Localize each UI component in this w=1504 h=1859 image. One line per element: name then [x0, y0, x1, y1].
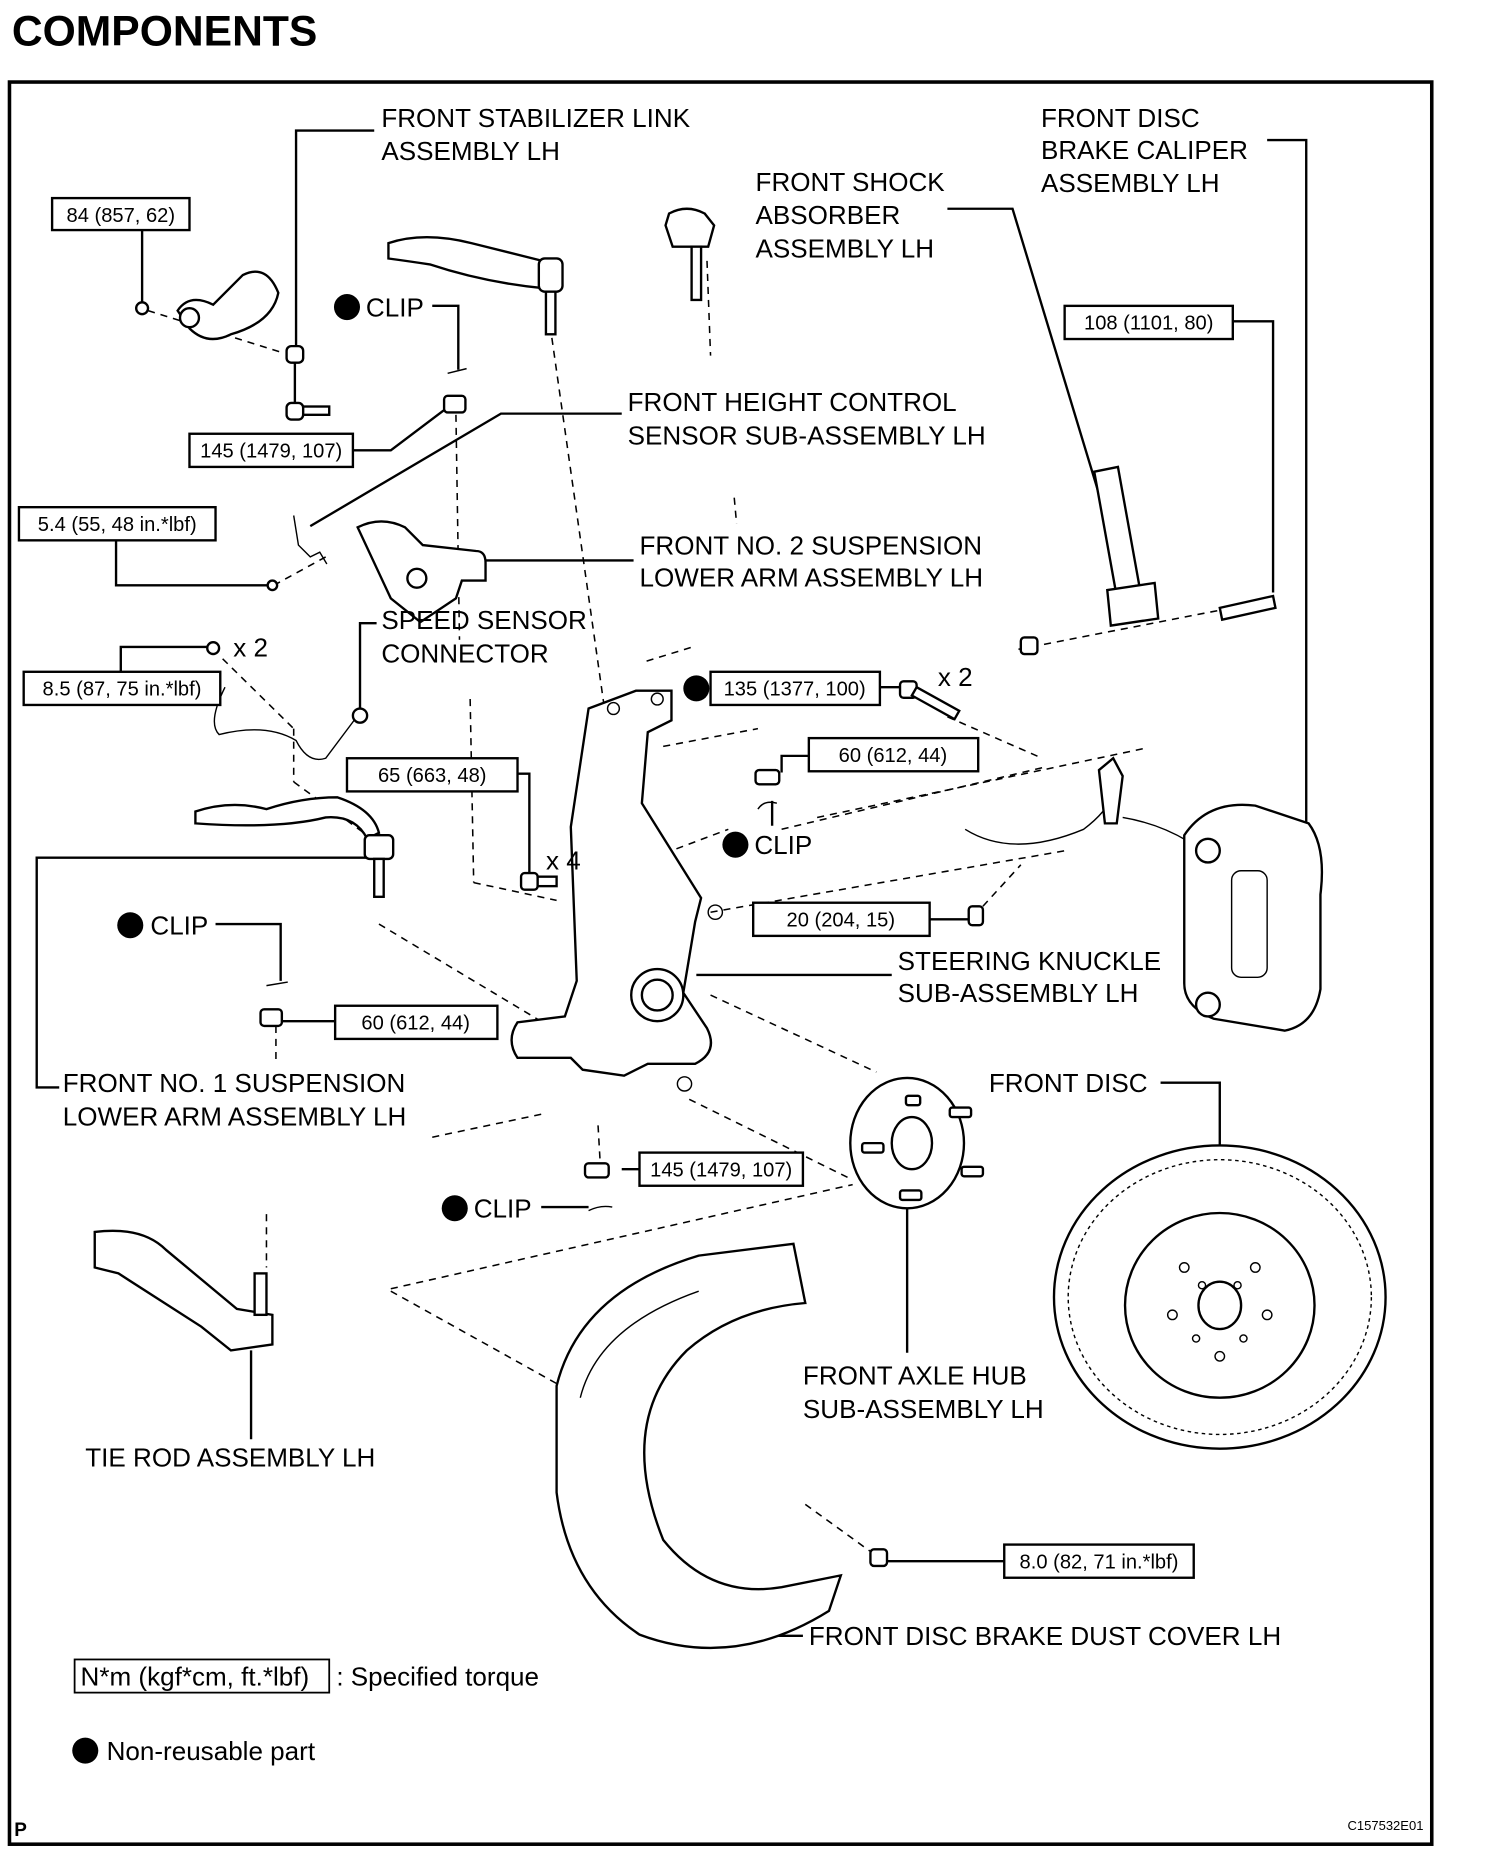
label-shock-absorber-1: FRONT SHOCK: [756, 167, 946, 197]
torque-135: 135 (1377, 100): [724, 678, 866, 700]
label-speed-sensor-2: CONNECTOR: [381, 638, 548, 668]
label-shock-absorber-3: ASSEMBLY LH: [756, 233, 935, 263]
knuckle-bolts-part: [519, 680, 985, 1212]
label-stabilizer-link-1: FRONT STABILIZER LINK: [381, 103, 690, 133]
multiplier-135: x 2: [938, 662, 973, 692]
label-stabilizer-link-2: ASSEMBLY LH: [381, 136, 560, 166]
clip-nut-left-part: [259, 981, 288, 1028]
axle-hub-part: [849, 1076, 985, 1210]
legend: N*m (kgf*cm, ft.*lbf) : Specified torque…: [72, 1658, 539, 1766]
torque-8-5: 8.5 (87, 75 in.*lbf): [43, 678, 202, 700]
torque-60-upper: 60 (612, 44): [839, 745, 948, 767]
legend-nonreusable-text: Non-reusable part: [107, 1736, 316, 1766]
label-dust-cover: FRONT DISC BRAKE DUST COVER LH: [809, 1621, 1281, 1651]
label-speed-sensor-1: SPEED SENSOR: [381, 605, 587, 635]
page-marker: P: [14, 1820, 27, 1841]
torque-145-upper: 145 (1479, 107): [200, 440, 342, 462]
label-front-disc: FRONT DISC: [989, 1068, 1148, 1098]
torque-65: 65 (663, 48): [378, 765, 487, 787]
torque-108: 108 (1101, 80): [1084, 313, 1213, 335]
brake-caliper-part: [964, 756, 1324, 1032]
stabilizer-link-part: [135, 270, 331, 421]
label-caliper-3: ASSEMBLY LH: [1041, 168, 1220, 198]
steering-knuckle-part: [510, 689, 724, 1092]
figure-code: C157532E01: [1347, 1818, 1423, 1833]
legend-torque-description: : Specified torque: [336, 1662, 539, 1692]
multiplier-65: x 4: [546, 846, 581, 876]
label-caliper-2: BRAKE CALIPER: [1041, 135, 1248, 165]
dust-cover-part: [555, 1242, 889, 1650]
clip-label-left: CLIP: [150, 911, 208, 941]
torque-60-lower: 60 (612, 44): [361, 1012, 470, 1034]
nonreusable-dot-icon: [117, 912, 144, 939]
legend-torque-units: N*m (kgf*cm, ft.*lbf): [81, 1662, 310, 1692]
label-steering-knuckle-2: SUB-ASSEMBLY LH: [898, 978, 1139, 1008]
page-title: COMPONENTS: [12, 7, 317, 55]
label-axle-hub-2: SUB-ASSEMBLY LH: [803, 1394, 1044, 1424]
tie-rod-part: [93, 1229, 274, 1352]
label-caliper-1: FRONT DISC: [1041, 103, 1200, 133]
torque-84: 84 (857, 62): [67, 205, 176, 227]
nonreusable-dot-icon: [441, 1195, 468, 1222]
clip-nut-top-part: [442, 367, 467, 414]
part-labels: FRONT STABILIZER LINK ASSEMBLY LH FRONT …: [63, 103, 1281, 1651]
multiplier-8-5: x 2: [233, 632, 268, 662]
torque-5-4: 5.4 (55, 48 in.*lbf): [38, 514, 197, 536]
legend-torque-box: [73, 1658, 331, 1694]
label-no1-lower-arm-2: LOWER ARM ASSEMBLY LH: [63, 1101, 407, 1131]
nonreusable-dot-icon: [683, 675, 710, 702]
torque-20: 20 (204, 15): [787, 909, 896, 931]
assembly-dashed-lines: [147, 260, 1220, 1555]
label-height-sensor-2: SENSOR SUB-ASSEMBLY LH: [628, 420, 986, 450]
upper-arm-part: [387, 235, 564, 336]
label-no2-lower-arm-2: LOWER ARM ASSEMBLY LH: [639, 563, 983, 593]
label-tie-rod: TIE ROD ASSEMBLY LH: [85, 1442, 375, 1472]
shock-absorber-part: [1019, 465, 1277, 656]
clip-label-middle: CLIP: [754, 830, 812, 860]
torque-145-lower: 145 (1479, 107): [650, 1159, 792, 1181]
nonreusable-dot-icon: [722, 831, 749, 858]
label-axle-hub-1: FRONT AXLE HUB: [803, 1361, 1027, 1391]
ball-joint-part: [664, 207, 716, 302]
diagram-frame: [7, 80, 1434, 1846]
height-sensor-part: [266, 515, 328, 592]
no2-lower-arm-part: [356, 520, 487, 624]
nonreusable-dot-icon: [72, 1737, 99, 1764]
nonreusable-dot-icon: [333, 294, 361, 321]
torque-8-0: 8.0 (82, 71 in.*lbf): [1020, 1551, 1179, 1573]
label-shock-absorber-2: ABSORBER: [756, 200, 901, 230]
label-no1-lower-arm-1: FRONT NO. 1 SUSPENSION: [63, 1068, 406, 1098]
label-height-sensor-1: FRONT HEIGHT CONTROL: [628, 387, 957, 417]
torque-callouts: 84 (857, 62) 145 (1479, 107) 5.4 (55, 48…: [17, 196, 1234, 1579]
label-steering-knuckle-1: STEERING KNUCKLE: [898, 946, 1161, 976]
front-disc-part: [1052, 1144, 1387, 1450]
clip-callouts: CLIP CLIP CLIP CLIP: [117, 293, 812, 1224]
speed-sensor-harness-part: [206, 641, 369, 761]
no1-lower-arm-part: [194, 796, 395, 898]
clip-label-top: CLIP: [366, 293, 424, 323]
label-no2-lower-arm-1: FRONT NO. 2 SUSPENSION: [639, 531, 982, 561]
clip-label-bottom: CLIP: [474, 1194, 532, 1224]
